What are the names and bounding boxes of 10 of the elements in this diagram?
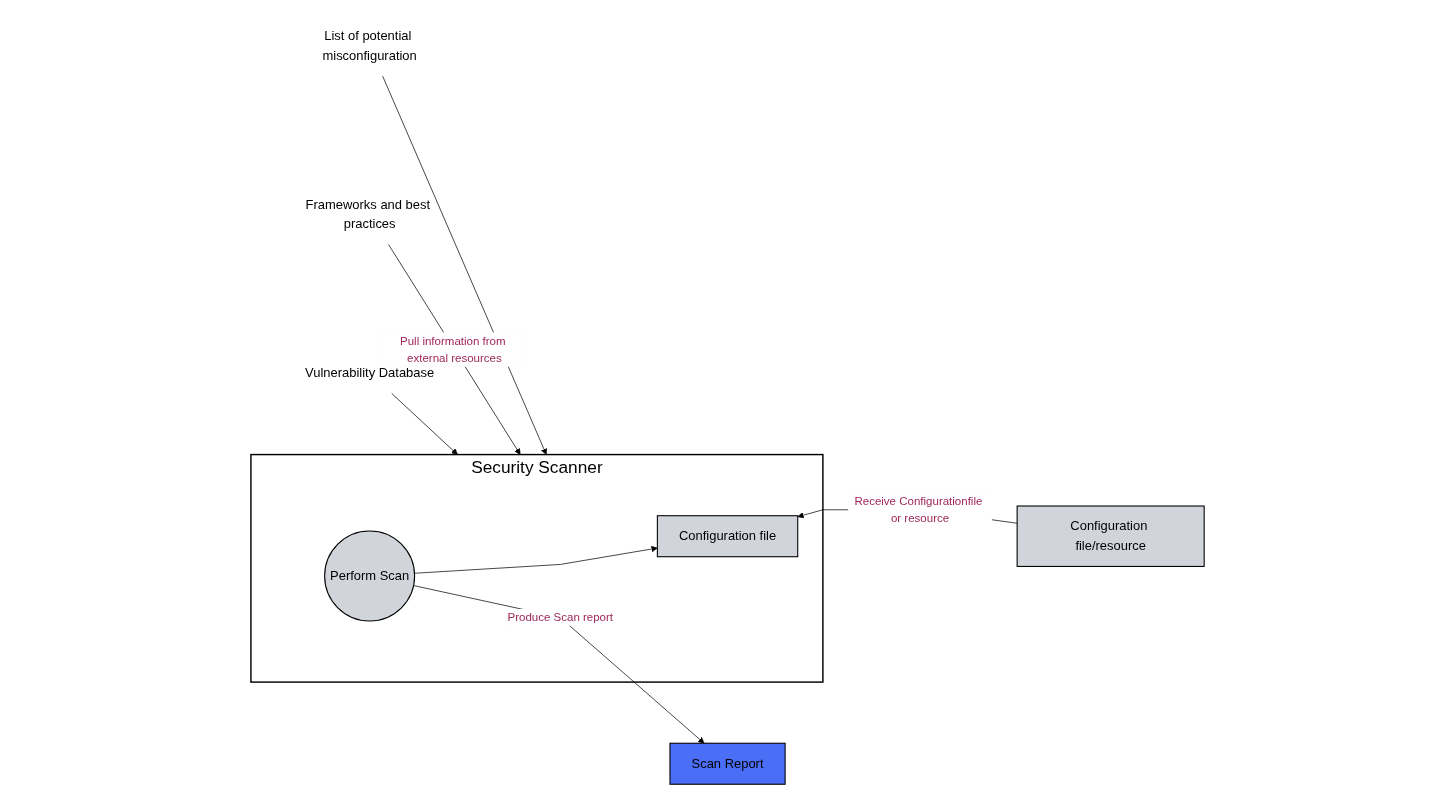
node-box: Configuration file/resource (1016, 504, 1205, 567)
edge-label: Receive Configurationfile or resource (854, 494, 983, 524)
node-box: Configuration file (656, 514, 799, 557)
node-box: Scan Report (669, 742, 786, 785)
edge-label: Pull information from external resources (399, 333, 506, 364)
node-text: Vulnerability Database (305, 364, 435, 380)
node-circle: Perform Scan (324, 529, 416, 621)
node-text: List of potential misconfiguration (322, 28, 417, 63)
node-text: Frameworks and best practices (305, 196, 431, 231)
edge-label: Produce Scan report (507, 610, 613, 623)
